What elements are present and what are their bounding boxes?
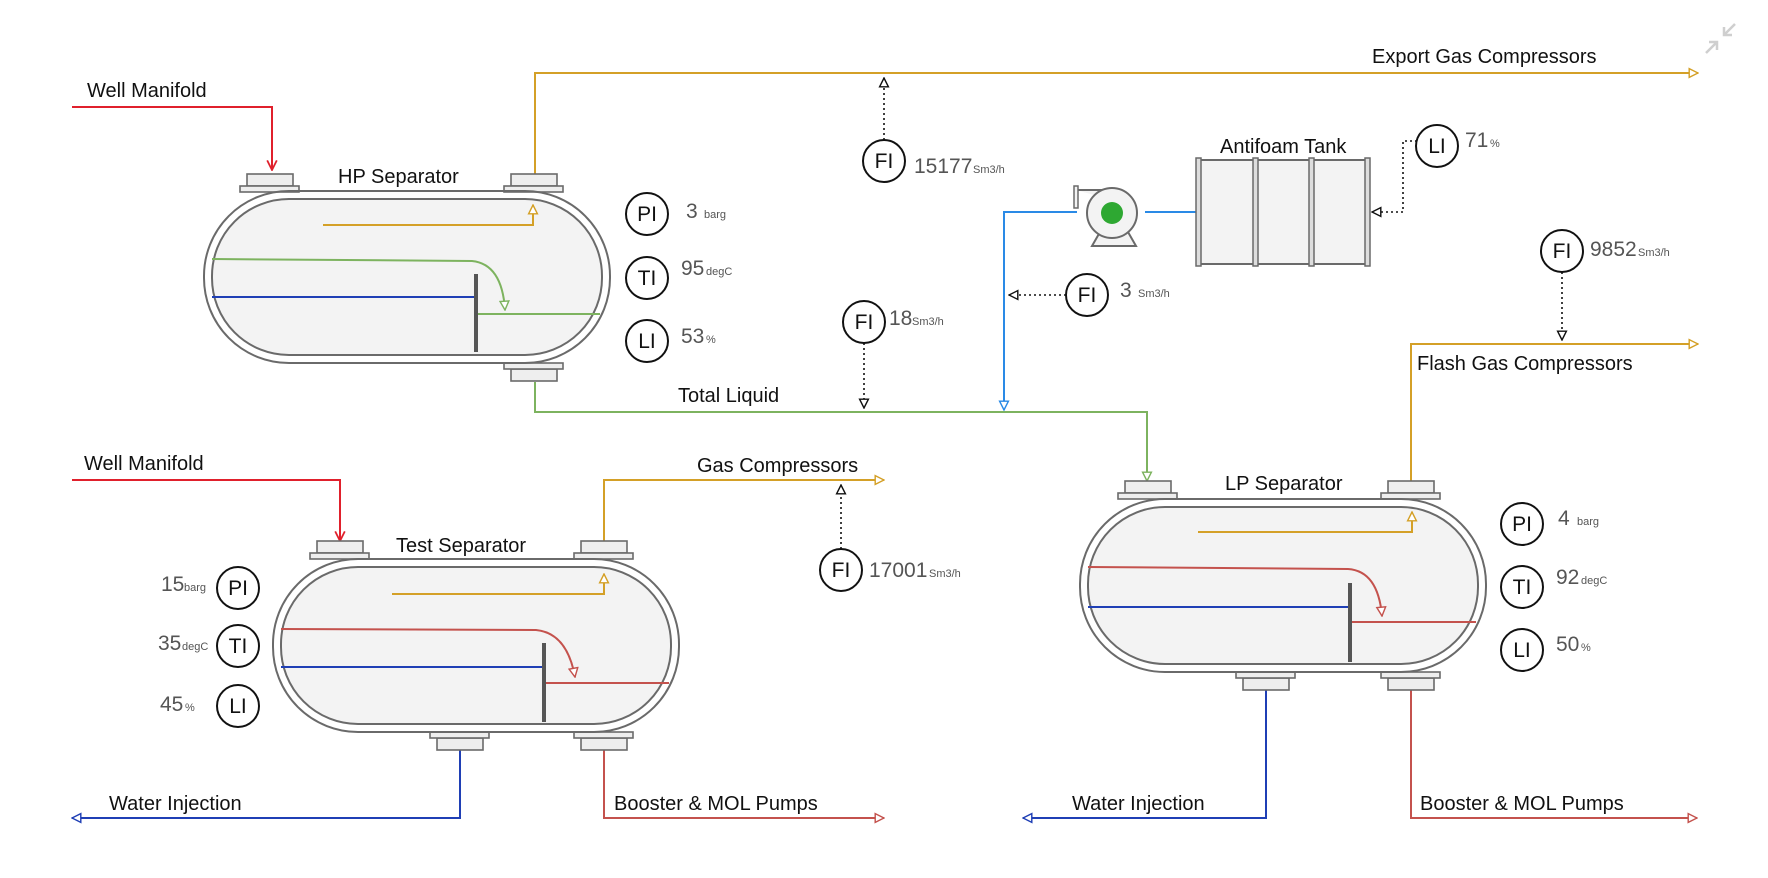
antifoam-li-signal: [1372, 140, 1417, 212]
export-gas-flow-indicator[interactable]: FI: [862, 139, 906, 183]
svg-text:TI: TI: [1513, 576, 1532, 599]
flash-gas-flow-indicator[interactable]: FI: [1540, 229, 1584, 273]
hp-li-value: 53: [681, 325, 704, 348]
test-ti-unit: degC: [182, 641, 208, 653]
flash-fi-value: 9852: [1590, 238, 1637, 261]
lp-separator-label: LP Separator: [1225, 473, 1343, 495]
test-level-indicator[interactable]: LI: [216, 684, 260, 728]
flash-fi-unit: Sm3/h: [1638, 247, 1670, 259]
hp-separator[interactable]: [203, 173, 611, 382]
svg-text:PI: PI: [1512, 513, 1532, 536]
lp-pi-unit: barg: [1577, 516, 1599, 528]
lp-li-unit: %: [1581, 642, 1591, 654]
svg-text:LI: LI: [229, 695, 247, 718]
export-gas-label: Export Gas Compressors: [1372, 46, 1597, 68]
hp-feed-line: [72, 106, 272, 170]
test-temperature-indicator[interactable]: TI: [216, 624, 260, 668]
test-water-injection-label: Water Injection: [109, 793, 242, 815]
test-pi-unit: barg: [184, 582, 206, 594]
total-liquid-flow-indicator[interactable]: FI: [842, 300, 886, 344]
test-pi-value: 15: [161, 573, 184, 596]
hp-li-unit: %: [706, 334, 716, 346]
liquid-fi-value: 18: [889, 307, 912, 330]
test-water-outlet: [72, 750, 461, 818]
hp-ti-unit: degC: [706, 266, 732, 278]
svg-text:PI: PI: [637, 203, 657, 226]
lp-separator[interactable]: [1079, 480, 1487, 691]
test-pressure-indicator[interactable]: PI: [216, 566, 260, 610]
hp-ti-value: 95: [681, 257, 704, 280]
test-fi-unit: Sm3/h: [929, 568, 961, 580]
svg-text:FI: FI: [1553, 240, 1572, 263]
hp-separator-label: HP Separator: [338, 166, 459, 188]
antifoam-li-unit: %: [1490, 138, 1500, 150]
svg-text:TI: TI: [229, 635, 248, 658]
test-li-unit: %: [185, 702, 195, 714]
hp-pi-value: 3: [686, 200, 698, 223]
lp-water-injection-label: Water Injection: [1072, 793, 1205, 815]
svg-text:FI: FI: [855, 311, 874, 334]
lp-li-value: 50: [1556, 633, 1579, 656]
hp-level-indicator[interactable]: LI: [625, 319, 669, 363]
lp-level-indicator[interactable]: LI: [1500, 628, 1544, 672]
antifoam-flow-indicator[interactable]: FI: [1065, 273, 1109, 317]
lp-temperature-indicator[interactable]: TI: [1500, 565, 1544, 609]
svg-text:FI: FI: [1078, 284, 1097, 307]
svg-text:LI: LI: [1428, 135, 1446, 158]
lp-pi-value: 4: [1558, 507, 1570, 530]
lp-booster-label: Booster & MOL Pumps: [1420, 793, 1624, 815]
total-liquid-line: [534, 382, 1147, 481]
test-booster-label: Booster & MOL Pumps: [614, 793, 818, 815]
test-ti-value: 35: [158, 632, 181, 655]
pump-running-indicator: [1101, 202, 1123, 224]
svg-text:LI: LI: [638, 330, 656, 353]
hp-pi-unit: barg: [704, 209, 726, 221]
collapse-arrows-icon[interactable]: [1705, 23, 1736, 54]
test-fi-value: 17001: [869, 559, 927, 582]
antifoam-fi-unit: Sm3/h: [1138, 288, 1170, 300]
hp-well-manifold-label: Well Manifold: [87, 80, 207, 102]
svg-text:FI: FI: [832, 559, 851, 582]
antifoam-injection-line: [1004, 211, 1077, 410]
test-oil-outlet: [603, 750, 884, 818]
test-li-value: 45: [160, 693, 183, 716]
export-fi-value: 15177: [914, 155, 972, 178]
liquid-fi-unit: Sm3/h: [912, 316, 944, 328]
test-separator[interactable]: [272, 540, 680, 751]
hp-pressure-indicator[interactable]: PI: [625, 192, 669, 236]
test-gas-flow-indicator[interactable]: FI: [819, 548, 863, 592]
test-separator-label: Test Separator: [396, 535, 526, 557]
lp-pressure-indicator[interactable]: PI: [1500, 502, 1544, 546]
lp-ti-value: 92: [1556, 566, 1579, 589]
hp-temperature-indicator[interactable]: TI: [625, 256, 669, 300]
antifoam-li-value: 71: [1465, 129, 1488, 152]
flash-gas-line: [1410, 344, 1698, 486]
svg-text:PI: PI: [228, 577, 248, 600]
lp-oil-outlet: [1410, 690, 1697, 818]
svg-text:TI: TI: [638, 267, 657, 290]
flash-gas-label: Flash Gas Compressors: [1417, 353, 1633, 375]
test-feed-line: [72, 479, 340, 541]
antifoam-tank[interactable]: [1195, 157, 1371, 267]
test-well-manifold-label: Well Manifold: [84, 453, 204, 475]
svg-text:FI: FI: [875, 150, 894, 173]
test-gas-line: [603, 480, 884, 542]
pump-icon[interactable]: [1073, 185, 1138, 247]
export-gas-line: [534, 73, 1698, 174]
antifoam-level-indicator[interactable]: LI: [1415, 124, 1459, 168]
lp-ti-unit: degC: [1581, 575, 1607, 587]
total-liquid-label: Total Liquid: [678, 385, 779, 407]
gas-compressors-label: Gas Compressors: [697, 455, 858, 477]
antifoam-fi-value: 3: [1120, 279, 1132, 302]
svg-text:LI: LI: [1513, 639, 1531, 662]
export-fi-unit: Sm3/h: [973, 164, 1005, 176]
lp-water-outlet: [1023, 690, 1267, 818]
antifoam-tank-label: Antifoam Tank: [1220, 136, 1347, 158]
